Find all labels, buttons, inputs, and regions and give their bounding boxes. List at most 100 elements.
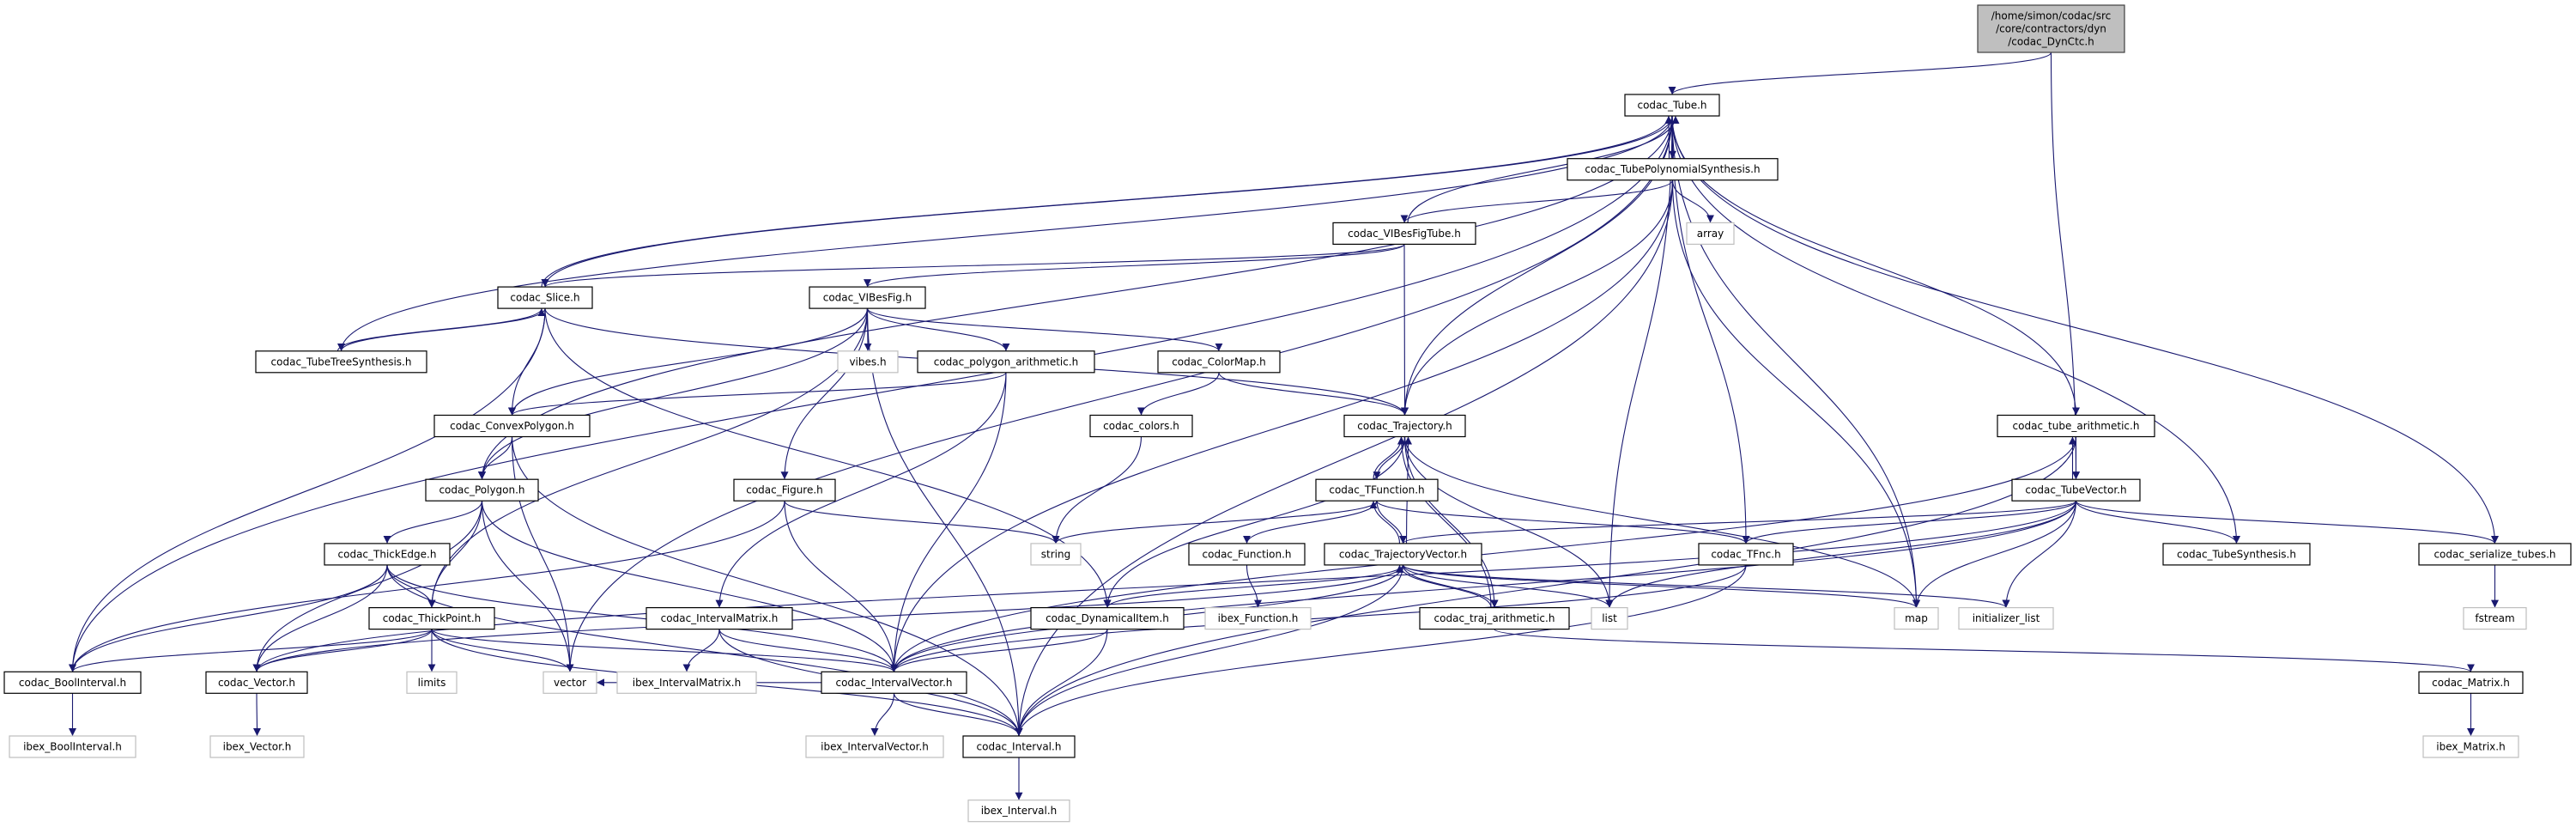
node-intervalvector[interactable]: codac_IntervalVector.h: [821, 671, 967, 694]
node-box: [406, 671, 458, 694]
node-tubesynth[interactable]: codac_TubeSynthesis.h: [2162, 543, 2311, 566]
node-label: codac_VIBesFigTube.h: [1348, 228, 1461, 240]
node-box: [1624, 94, 1720, 117]
node-figure[interactable]: codac_Figure.h: [733, 478, 836, 502]
node-label: ibex_Vector.h: [223, 741, 292, 753]
node-label: codac_TFunction.h: [1329, 484, 1424, 496]
edge-vibesfig-to-interval: [866, 308, 1023, 737]
node-ibexbool: ibex_BoolInterval.h: [9, 735, 136, 758]
node-ibexinterval: ibex_Interval.h: [967, 800, 1070, 823]
node-box: [962, 735, 1076, 758]
node-vectorh[interactable]: codac_Vector.h: [205, 671, 308, 694]
node-box: [205, 671, 308, 694]
edge-tfunction-to-function: [1243, 501, 1378, 544]
node-tfnc[interactable]: codac_TFnc.h: [1698, 543, 1794, 566]
node-box: [1315, 478, 1439, 502]
edge-trajectory-to-trajarith: [1403, 436, 1499, 608]
node-colors[interactable]: codac_colors.h: [1089, 414, 1193, 438]
node-polyarith[interactable]: codac_polygon_arithmetic.h: [917, 350, 1095, 374]
node-colormap[interactable]: codac_ColorMap.h: [1157, 350, 1281, 374]
node-vibesfigtube[interactable]: codac_VIBesFigTube.h: [1332, 222, 1476, 245]
node-box: [425, 478, 539, 502]
node-tube[interactable]: codac_Tube.h: [1624, 94, 1720, 117]
node-trajectory[interactable]: codac_Trajectory.h: [1343, 414, 1466, 438]
edge-tube-to-tubesynth: [1671, 115, 2240, 544]
node-box: [616, 671, 757, 694]
edges-layer: [69, 52, 2499, 800]
edge-polyarith-to-intervalmatrix: [715, 372, 1007, 608]
node-boolinterval[interactable]: codac_BoolInterval.h: [3, 671, 142, 694]
node-label: codac_Tube.h: [1637, 100, 1706, 112]
node-label: fstream: [2475, 612, 2514, 624]
edge-tubevector-to-list: [1605, 501, 2077, 608]
node-serialize[interactable]: codac_serialize_tubes.h: [2418, 543, 2572, 566]
node-box: [1188, 543, 1306, 566]
node-vibesfig[interactable]: codac_VIBesFig.h: [809, 286, 926, 309]
node-box: [821, 671, 967, 694]
node-label: codac_serialize_tubes.h: [2434, 548, 2555, 560]
node-interval[interactable]: codac_Interval.h: [962, 735, 1076, 758]
node-label: codac_TubeVector.h: [2025, 484, 2126, 496]
node-matrix[interactable]: codac_Matrix.h: [2418, 671, 2524, 694]
edge-convexpoly-to-interval: [511, 436, 1023, 737]
node-label: list: [1602, 612, 1617, 624]
node-thickpoint[interactable]: codac_ThickPoint.h: [368, 606, 495, 630]
node-box: [1343, 414, 1466, 438]
edge-trajvector-to-dynitem: [1103, 564, 1404, 608]
edge-tube-to-tfnc: [1671, 115, 1750, 544]
node-dynctc[interactable]: /home/simon/codac/src/core/contractors/d…: [1977, 4, 2125, 53]
edge-dynctc-to-tube: [1668, 52, 2052, 95]
node-label: map: [1905, 612, 1928, 624]
edge-intervalvector-to-interval: [893, 693, 1023, 737]
edge-convexpoly-to-vector: [511, 436, 574, 672]
node-tubearith[interactable]: codac_tube_arithmetic.h: [1997, 414, 2155, 438]
edge-tfunction-to-tfnc: [1376, 500, 1750, 544]
node-trajarith[interactable]: codac_traj_arithmetic.h: [1419, 606, 1570, 630]
node-fstream: fstream: [2463, 606, 2527, 630]
node-label: codac_TFnc.h: [1711, 548, 1780, 560]
node-intervalmatrix[interactable]: codac_IntervalMatrix.h: [646, 606, 793, 630]
node-box: [497, 286, 593, 309]
node-dynitem[interactable]: codac_DynamicalItem.h: [1030, 606, 1185, 630]
node-ibexfunction: ibex_Function.h: [1204, 606, 1312, 630]
node-polygon[interactable]: codac_Polygon.h: [425, 478, 539, 502]
edge-polygon-to-thickpoint: [427, 501, 483, 608]
node-tubetree[interactable]: codac_TubeTreeSynthesis.h: [255, 350, 427, 374]
edge-tubevector-to-intervalvector: [890, 501, 2077, 672]
edge-tubevector-to-tfnc: [1742, 500, 2077, 544]
edge-thickedge-to-intervalvector: [386, 564, 898, 672]
node-trajvector[interactable]: codac_TrajectoryVector.h: [1324, 543, 1482, 566]
node-tubepoly[interactable]: codac_TubePolynomialSynthesis.h: [1567, 158, 1779, 181]
edge-tubevector-to-trajvector: [1399, 500, 2077, 544]
node-box: [1591, 606, 1628, 630]
node-box: [209, 735, 305, 758]
edge-trajarith-to-matrix: [1494, 629, 2475, 672]
node-label: codac_TubePolynomialSynthesis.h: [1585, 163, 1760, 175]
node-label: codac_VIBesFig.h: [823, 292, 912, 304]
node-label: ibex_IntervalVector.h: [821, 741, 929, 753]
node-thickedge[interactable]: codac_ThickEdge.h: [324, 543, 451, 566]
edge-convexpoly-to-polygon: [478, 436, 513, 480]
node-label: codac_DynamicalItem.h: [1046, 612, 1169, 624]
node-slice[interactable]: codac_Slice.h: [497, 286, 593, 309]
edge-tubevector-to-serialize: [2075, 500, 2499, 544]
node-tfunction[interactable]: codac_TFunction.h: [1315, 478, 1439, 502]
node-box: [1324, 543, 1482, 566]
node-label: codac_IntervalVector.h: [835, 677, 952, 689]
edge-vectorh-to-ibexvector: [252, 693, 261, 737]
node-function[interactable]: codac_Function.h: [1188, 543, 1306, 566]
node-box: [1686, 222, 1735, 245]
edge-trajarith-to-trajvector: [1396, 564, 1492, 608]
edge-tubepoly-to-interval: [1015, 179, 1674, 737]
node-tubevector[interactable]: codac_TubeVector.h: [2011, 478, 2141, 502]
edge-tubepoly-to-array: [1671, 179, 1714, 223]
node-box: [646, 606, 793, 630]
node-limits: limits: [406, 671, 458, 694]
node-convexpoly[interactable]: codac_ConvexPolygon.h: [433, 414, 591, 438]
node-label: codac_TrajectoryVector.h: [1339, 548, 1467, 560]
node-label: codac_ConvexPolygon.h: [450, 420, 574, 432]
node-label: codac_TubeTreeSynthesis.h: [271, 356, 412, 368]
node-box: [255, 350, 427, 374]
edge-trajectory-to-list: [1403, 436, 1614, 608]
edge-polygon-to-intervalvector: [481, 501, 898, 672]
